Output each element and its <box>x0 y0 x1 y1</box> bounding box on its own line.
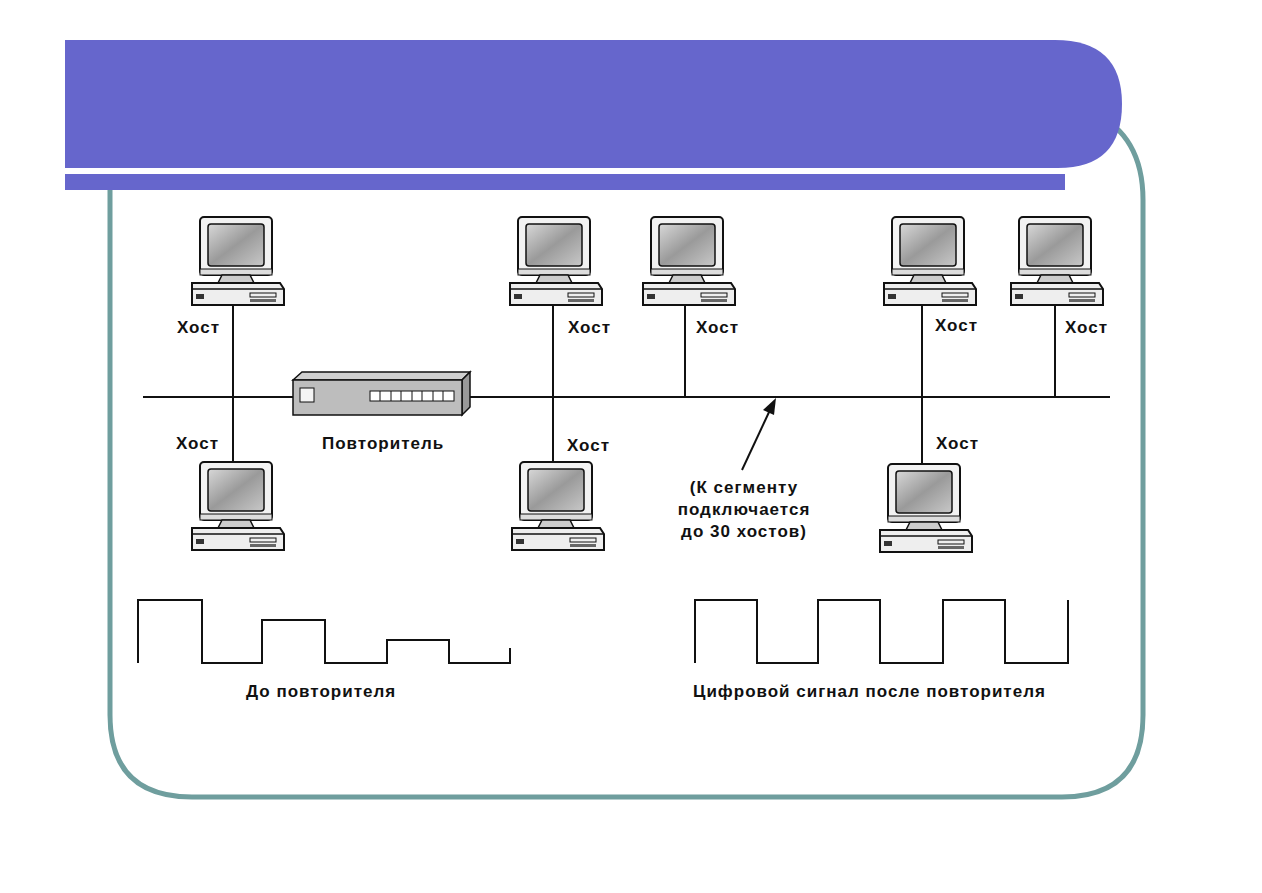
degraded-signal <box>138 600 510 663</box>
signal-caption: Цифровой сигнал после повторителя <box>693 681 1046 703</box>
host-label: Хост <box>936 433 979 455</box>
host-label: Хост <box>567 435 610 457</box>
host-label: Хост <box>1065 317 1108 339</box>
host-label: Хост <box>568 317 611 339</box>
network-wires <box>143 305 1110 464</box>
callout-arrow <box>742 398 776 470</box>
host-label: Хост <box>176 433 219 455</box>
title-band <box>65 40 1122 168</box>
restored-signal <box>695 600 1068 663</box>
segment-note: (К сегменту подключается до 30 хостов) <box>668 477 820 543</box>
host-label: Хост <box>177 317 220 339</box>
repeater-device <box>293 372 470 415</box>
slide-panel <box>110 112 1143 797</box>
signal-caption: До повторителя <box>246 681 396 703</box>
host-label: Хост <box>935 315 978 337</box>
host-label: Хост <box>696 317 739 339</box>
repeater-label: Повторитель <box>322 433 444 455</box>
host-computers <box>192 217 1103 552</box>
title-strip <box>65 174 1065 190</box>
